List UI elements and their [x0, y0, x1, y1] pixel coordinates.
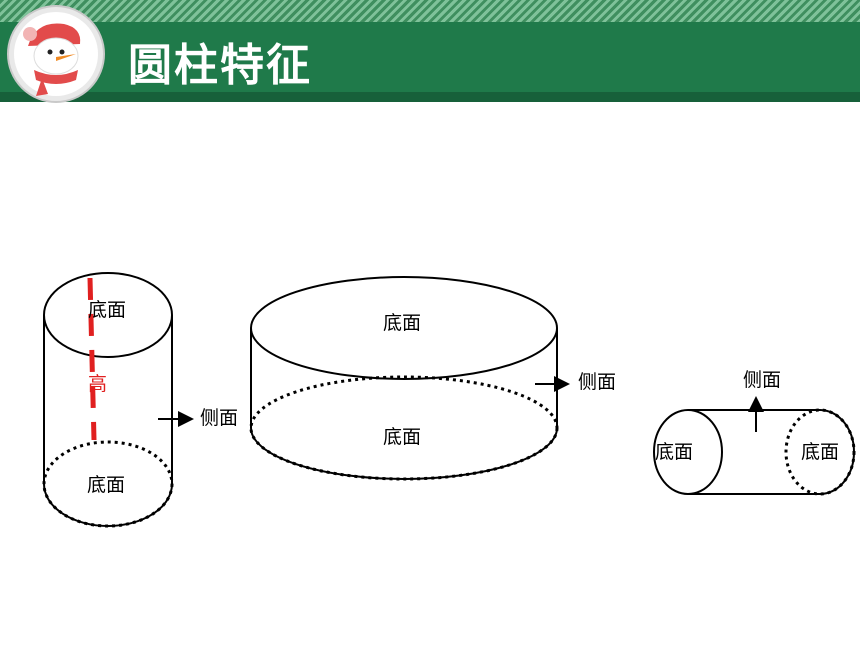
cylinder-tall-bottom-face: [42, 440, 174, 528]
cylinder-tall-side-label: 侧面: [200, 407, 238, 429]
height-line: [87, 277, 97, 441]
cylinder-wide-side-label: 侧面: [578, 371, 616, 393]
snowman-icon: [7, 5, 105, 103]
cylinder-tall: 底面 高 底面 侧面: [42, 272, 238, 528]
cylinder-tall-bottom-label: 底面: [87, 474, 125, 496]
cylinder-tall-top-label: 底面: [88, 299, 126, 321]
header-band: [0, 22, 860, 92]
header-stripe: [0, 0, 860, 22]
page-title: 圆柱特征: [128, 40, 312, 91]
height-label: 高: [88, 373, 107, 395]
header-band-shadow: [0, 92, 860, 102]
cylinder-horizontal-side-label: 侧面: [743, 369, 781, 391]
cylinder-horizontal-left-label: 底面: [655, 441, 693, 463]
cylinder-horizontal: 底面 底面 侧面: [653, 369, 856, 496]
cylinder-wide-bottom-face: [249, 375, 559, 481]
cylinder-horizontal-right-label: 底面: [801, 441, 839, 463]
cylinder-horizontal-right-face: [784, 408, 856, 496]
cylinder-wide-bottom-label: 底面: [383, 426, 421, 448]
cylinder-horizontal-left-face: [653, 409, 723, 495]
cylinder-wide: 底面 底面 侧面: [249, 276, 616, 481]
cylinder-wide-top-label: 底面: [383, 312, 421, 334]
